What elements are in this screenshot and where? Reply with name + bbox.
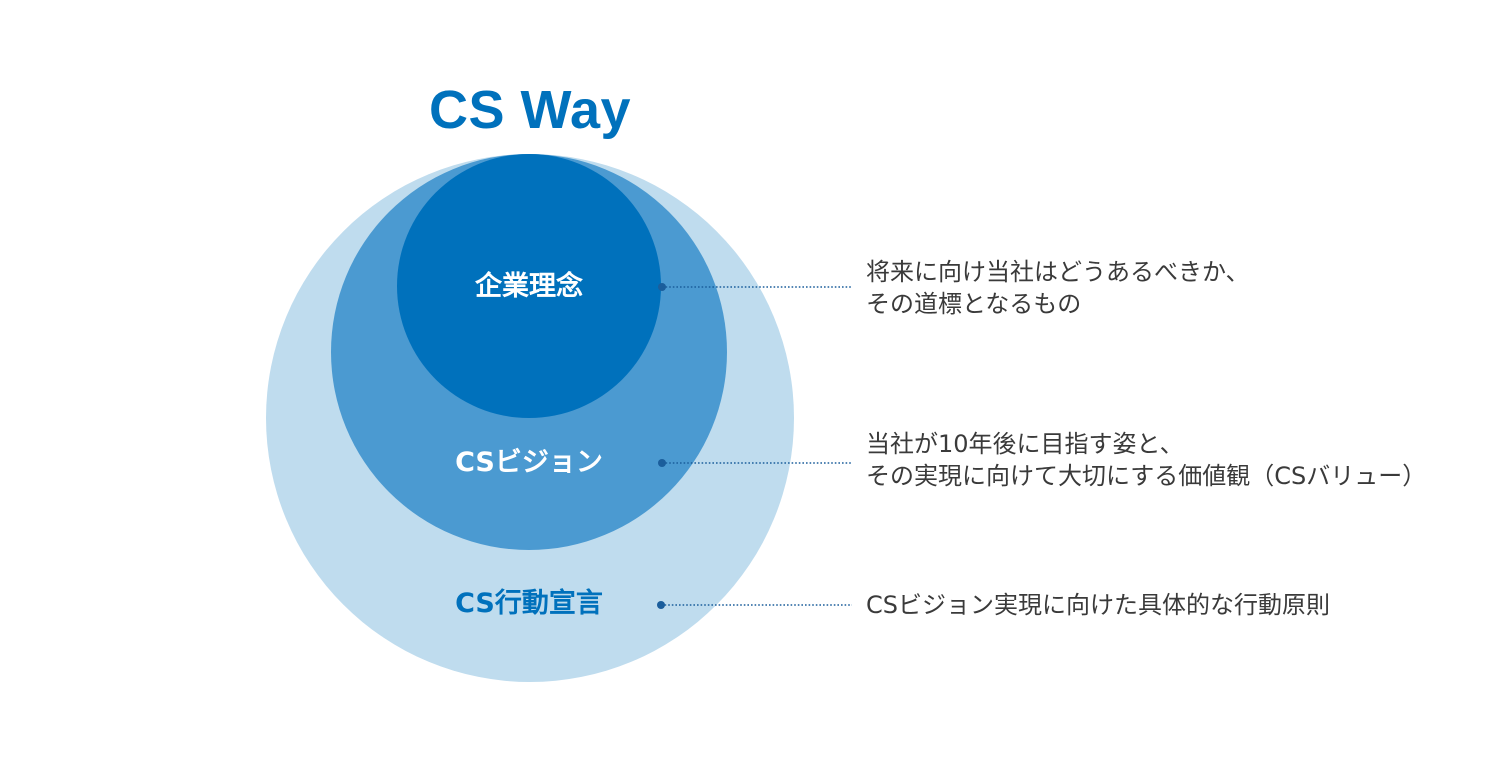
description-line: 当社が10年後に目指す姿と、 <box>866 430 1184 458</box>
connector-cs-vision <box>658 459 852 467</box>
description-cs-vision: 当社が10年後に目指す姿と、 その実現に向けて大切にする価値観（CSバリュー） <box>866 428 1426 492</box>
description-line: CSビジョン実現に向けた具体的な行動原則 <box>866 591 1330 619</box>
description-line: その道標となるもの <box>866 290 1082 318</box>
connector-cs-action-declaration <box>657 601 852 609</box>
description-line: その実現に向けて大切にする価値観（CSバリュー） <box>866 462 1427 490</box>
diagram-title: CS Way <box>428 80 632 140</box>
description-line: 将来に向け当社はどうあるべきか、 <box>866 258 1250 286</box>
label-cs-vision: CSビジョン <box>455 447 603 478</box>
description-cs-action-declaration: CSビジョン実現に向けた具体的な行動原則 <box>866 589 1330 621</box>
inner-circle-corporate-philosophy <box>397 154 661 418</box>
label-cs-action-declaration: CS行動宣言 <box>455 588 603 619</box>
connector-corporate-philosophy <box>658 283 852 291</box>
label-corporate-philosophy: 企業理念 <box>475 271 583 302</box>
description-corporate-philosophy: 将来に向け当社はどうあるべきか、 その道標となるもの <box>866 256 1250 320</box>
